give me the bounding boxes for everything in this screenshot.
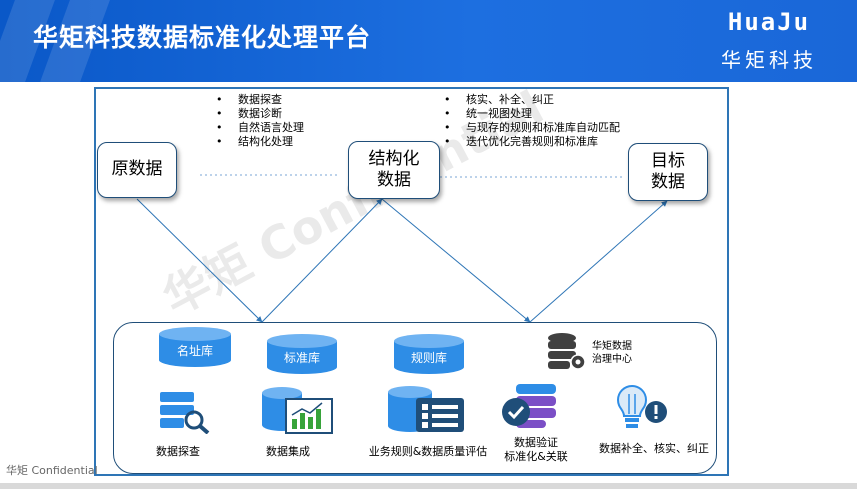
lightbulb-alert-icon [616,384,667,428]
company-logo: HuaJu [727,8,811,36]
confidential-footer: 华矩 Confidential [6,464,98,477]
platform-capabilities-panel [113,322,717,474]
target-data-box: 目标 数据 [628,143,708,201]
database-gear-icon [548,333,586,370]
bullets-left: 数据探查 数据诊断 自然语言处理 结构化处理 [216,93,304,149]
diagram-frame [94,87,729,476]
rules-library-label: 规则库 [410,351,447,365]
bullets-right: 核实、补全、纠正 统一视图处理 与现存的规则和标准库自动匹配 迭代优化完善规则和… [444,93,620,149]
data-explore-icon [160,392,210,434]
governance-center-label: 华矩数据 治理中心 [592,341,632,365]
caption-integrate: 数据集成 [266,445,310,458]
bullet-item: 数据诊断 [216,107,304,121]
page-title: 华矩科技数据标准化处理平台 [33,23,372,52]
data-verify-icon [502,384,556,428]
caption-quality: 业务规则&数据质量评估 [368,445,488,458]
arrow-structured-to-bottom [381,198,531,323]
bullet-item: 自然语言处理 [216,121,304,135]
bullet-item: 数据探查 [216,93,304,107]
arrow-bottom-to-target [529,200,668,323]
rules-quality-icon [388,386,464,432]
footer-bar [0,483,857,489]
caption-complete: 数据补全、核实、纠正 [599,442,709,455]
company-logo-cn: 华矩科技 [721,48,817,72]
header-bar: 华矩科技数据标准化处理平台 HuaJu 华矩科技 [0,0,857,82]
data-integration-icon [262,387,333,434]
structured-data-box: 结构化 数据 [348,141,440,199]
caption-explore: 数据探查 [156,445,200,458]
bullet-item: 与现存的规则和标准库自动匹配 [444,121,620,135]
address-library-cylinder [159,327,231,367]
address-library-label: 名址库 [176,344,213,358]
rules-library-cylinder [394,334,464,374]
bullet-item: 结构化处理 [216,135,304,149]
bullet-item: 迭代优化完善规则和标准库 [444,135,620,149]
standard-library-label: 标准库 [283,351,320,365]
bullet-item: 核实、补全、纠正 [444,93,620,107]
arrow-raw-to-bottom [136,198,263,323]
bullet-item: 统一视图处理 [444,107,620,121]
caption-verify: 数据验证 标准化&关联 [504,436,568,463]
raw-data-box: 原数据 [97,142,177,198]
standard-library-cylinder [267,334,337,374]
arrow-bottom-to-structured [261,198,383,323]
